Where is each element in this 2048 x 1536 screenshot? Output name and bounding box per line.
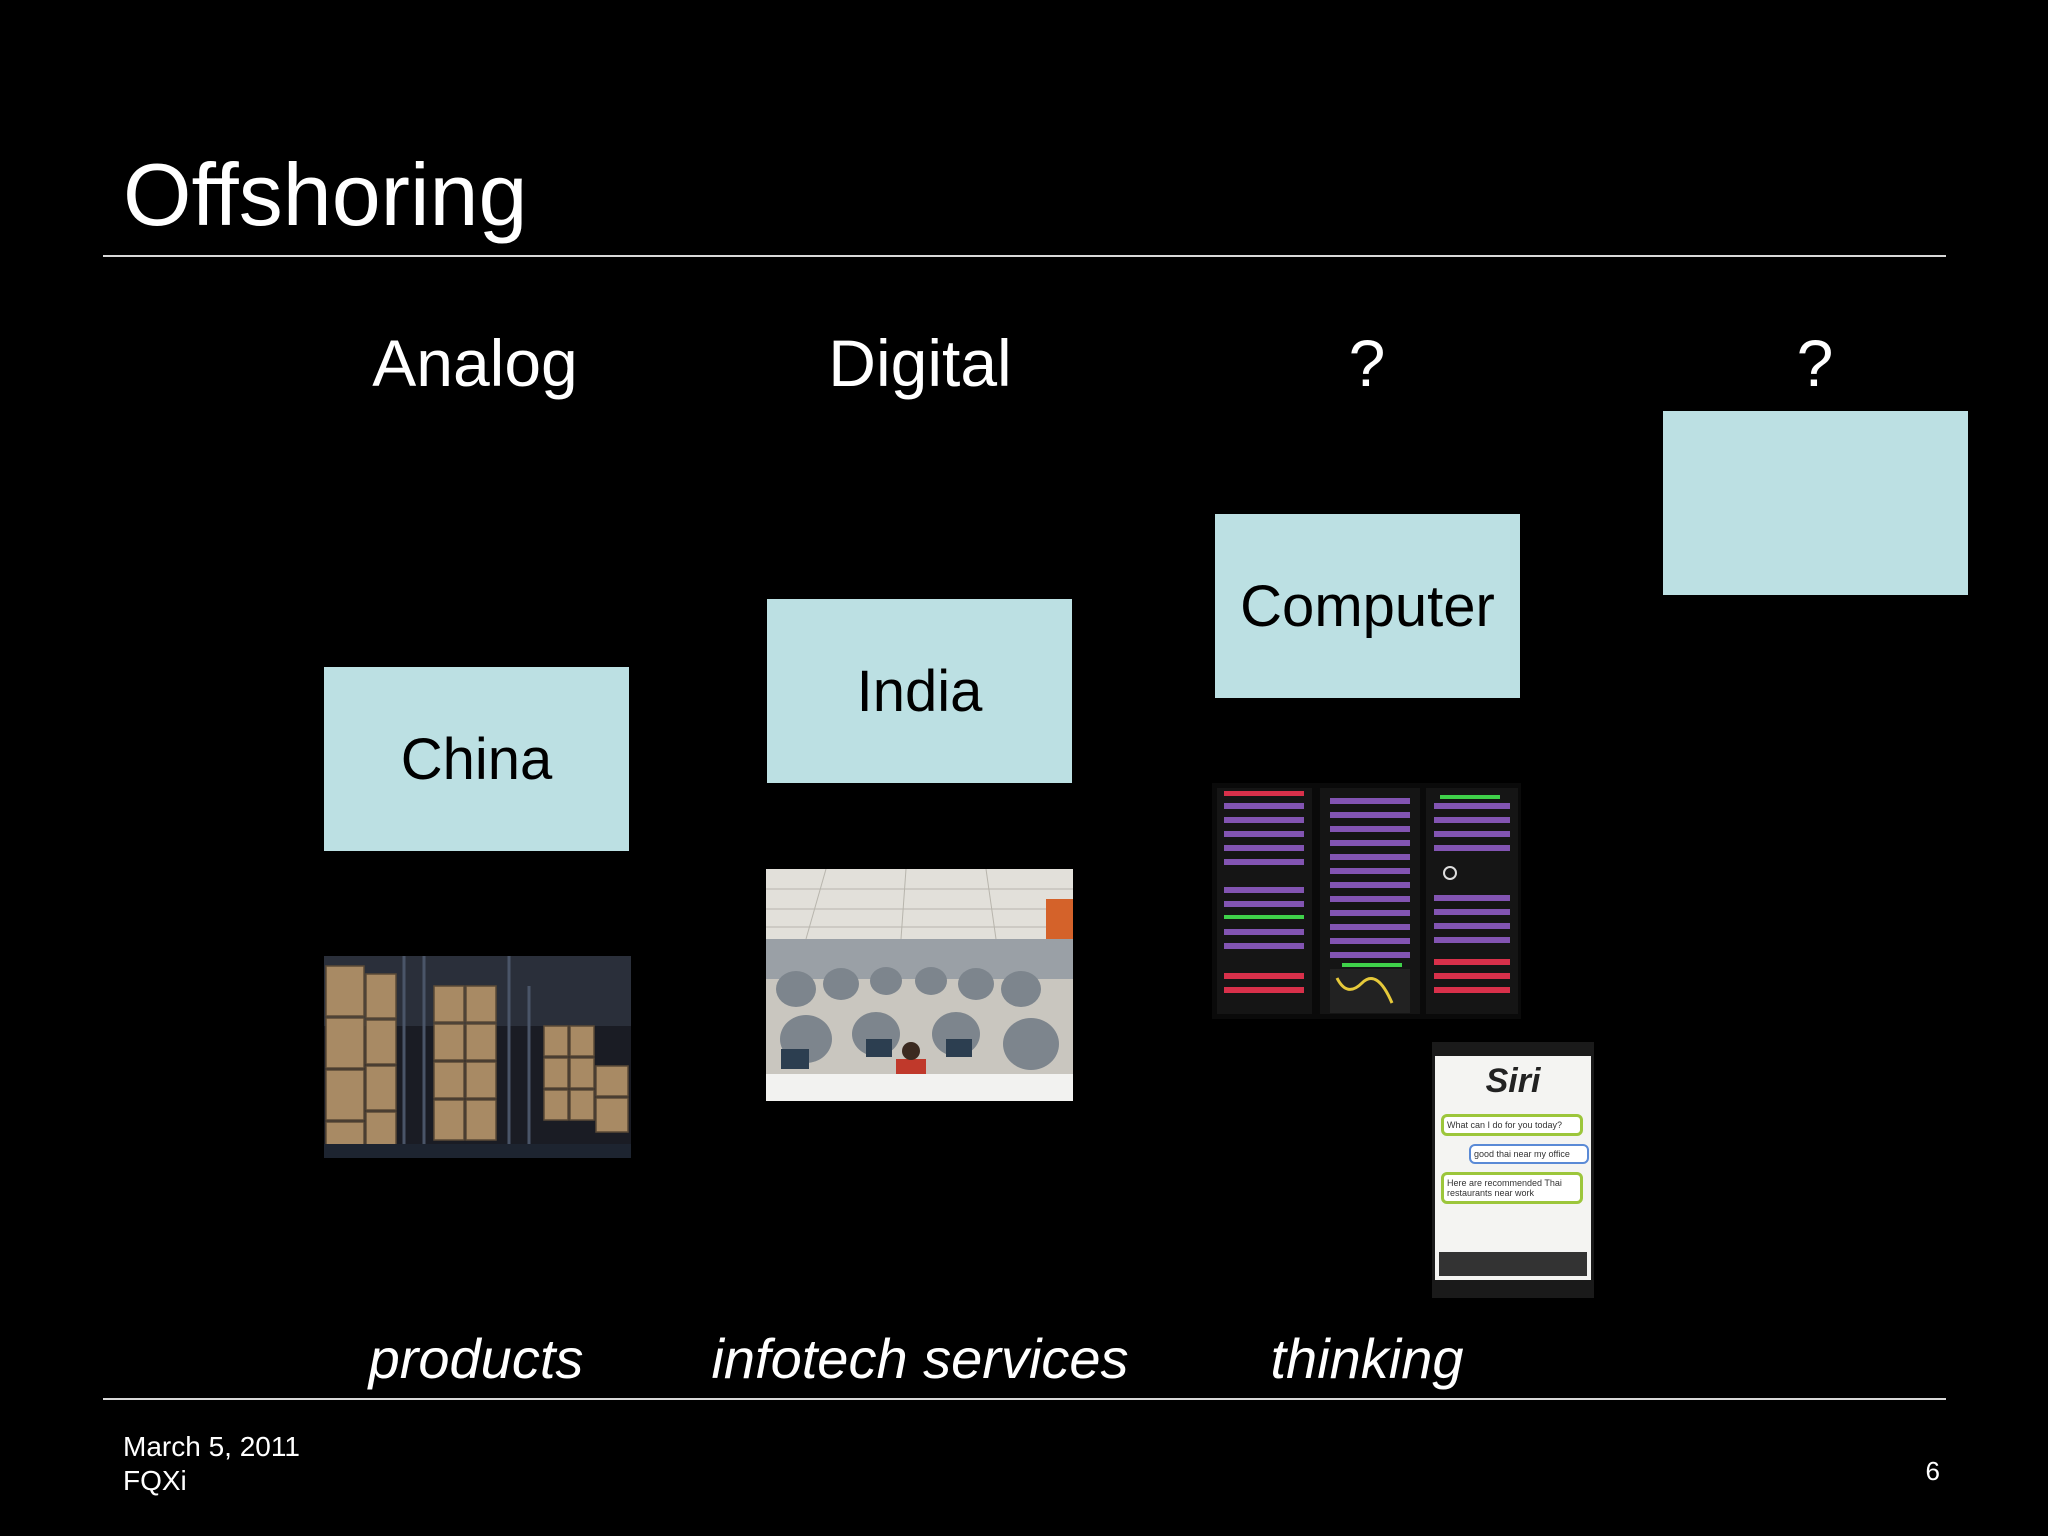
column-header-unknown-2: ?	[1796, 326, 1834, 400]
siri-toolbar	[1439, 1252, 1587, 1276]
caption-infotech-services: infotech services	[711, 1327, 1129, 1390]
warehouse-boxes-photo	[324, 956, 631, 1158]
page-number: 6	[1925, 1456, 1940, 1486]
slide-title: Offshoring	[123, 145, 528, 244]
footer-org: FQXi	[123, 1465, 187, 1496]
footer-info: March 5, 2011 FQXi	[123, 1430, 300, 1498]
column-header-analog: Analog	[372, 326, 578, 400]
caption-products: products	[368, 1327, 584, 1390]
siri-bubble-prompt: What can I do for you today?	[1441, 1114, 1583, 1136]
call-center-photo	[766, 869, 1073, 1101]
column-header-digital: Digital	[828, 326, 1012, 400]
siri-bubble-user: good thai near my office	[1469, 1144, 1589, 1164]
server-racks-photo	[1212, 783, 1521, 1019]
box-computer: Computer	[1215, 514, 1520, 698]
footer-date: March 5, 2011	[123, 1431, 300, 1462]
column-header-unknown-1: ?	[1348, 326, 1386, 400]
siri-screen: Siri What can I do for you today? good t…	[1435, 1056, 1591, 1280]
siri-logo: Siri	[1485, 1062, 1541, 1100]
title-divider	[103, 255, 1946, 257]
caption-thinking: thinking	[1270, 1327, 1464, 1390]
box-china: China	[324, 667, 629, 851]
siri-phone-screenshot: Siri What can I do for you today? good t…	[1432, 1042, 1594, 1298]
box-empty	[1663, 411, 1968, 595]
siri-bubble-answer: Here are recommended Thai restaurants ne…	[1441, 1172, 1583, 1204]
footer-divider	[103, 1398, 1946, 1400]
box-india: India	[767, 599, 1072, 783]
